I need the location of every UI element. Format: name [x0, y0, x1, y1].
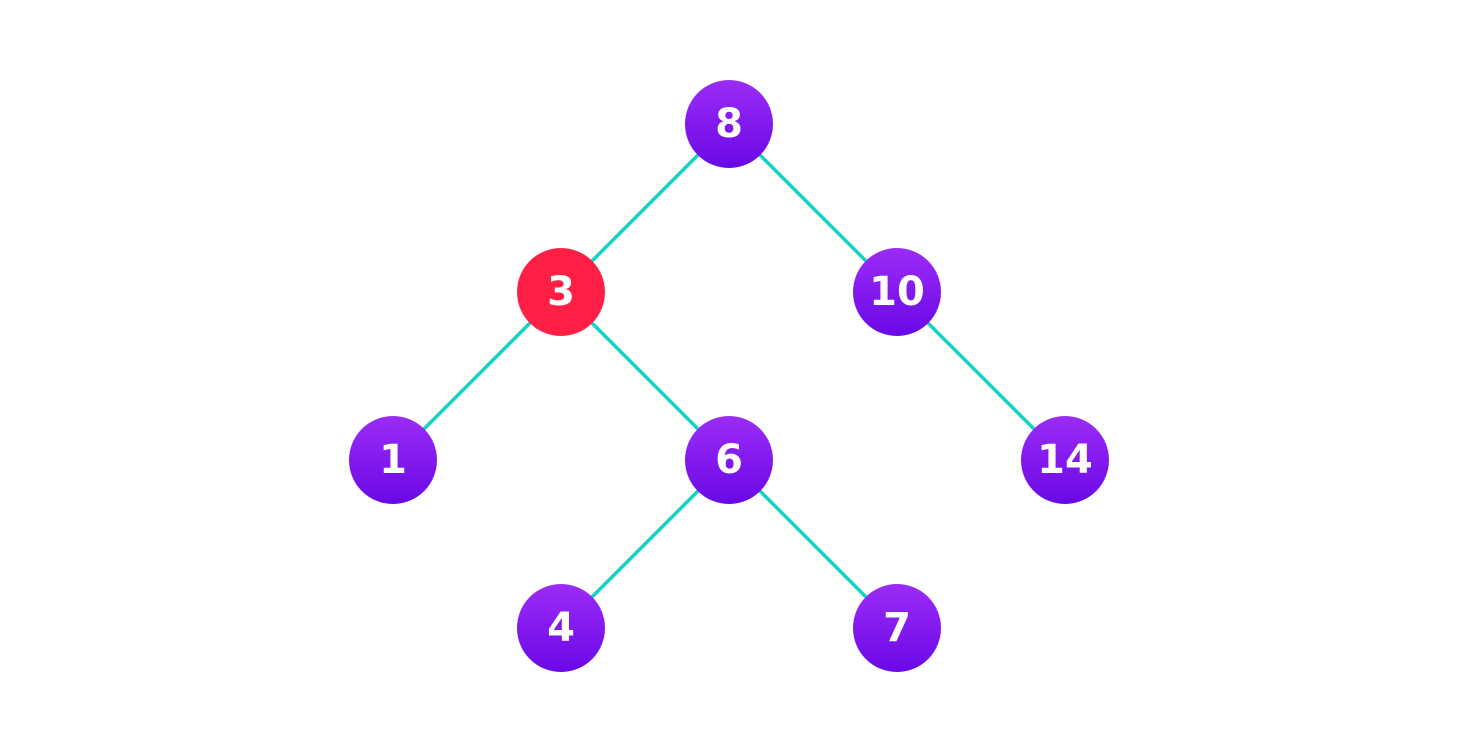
tree-node: 1 — [349, 416, 437, 504]
tree-node: 6 — [685, 416, 773, 504]
node-label: 14 — [1037, 437, 1093, 483]
node-label: 1 — [379, 437, 407, 483]
tree-node-highlighted: 3 — [517, 248, 605, 336]
tree-node: 4 — [517, 584, 605, 672]
node-label: 10 — [869, 269, 925, 315]
node-label: 4 — [547, 605, 575, 651]
edges — [391, 122, 1067, 630]
tree-node: 8 — [685, 80, 773, 168]
node-label: 8 — [715, 101, 743, 147]
tree-node: 10 — [853, 248, 941, 336]
node-label: 7 — [883, 605, 911, 651]
tree-node: 7 — [853, 584, 941, 672]
nodes: 8 3 10 1 6 14 4 7 — [349, 80, 1109, 672]
node-label: 3 — [547, 269, 575, 315]
node-label: 6 — [715, 437, 743, 483]
tree-node: 14 — [1021, 416, 1109, 504]
